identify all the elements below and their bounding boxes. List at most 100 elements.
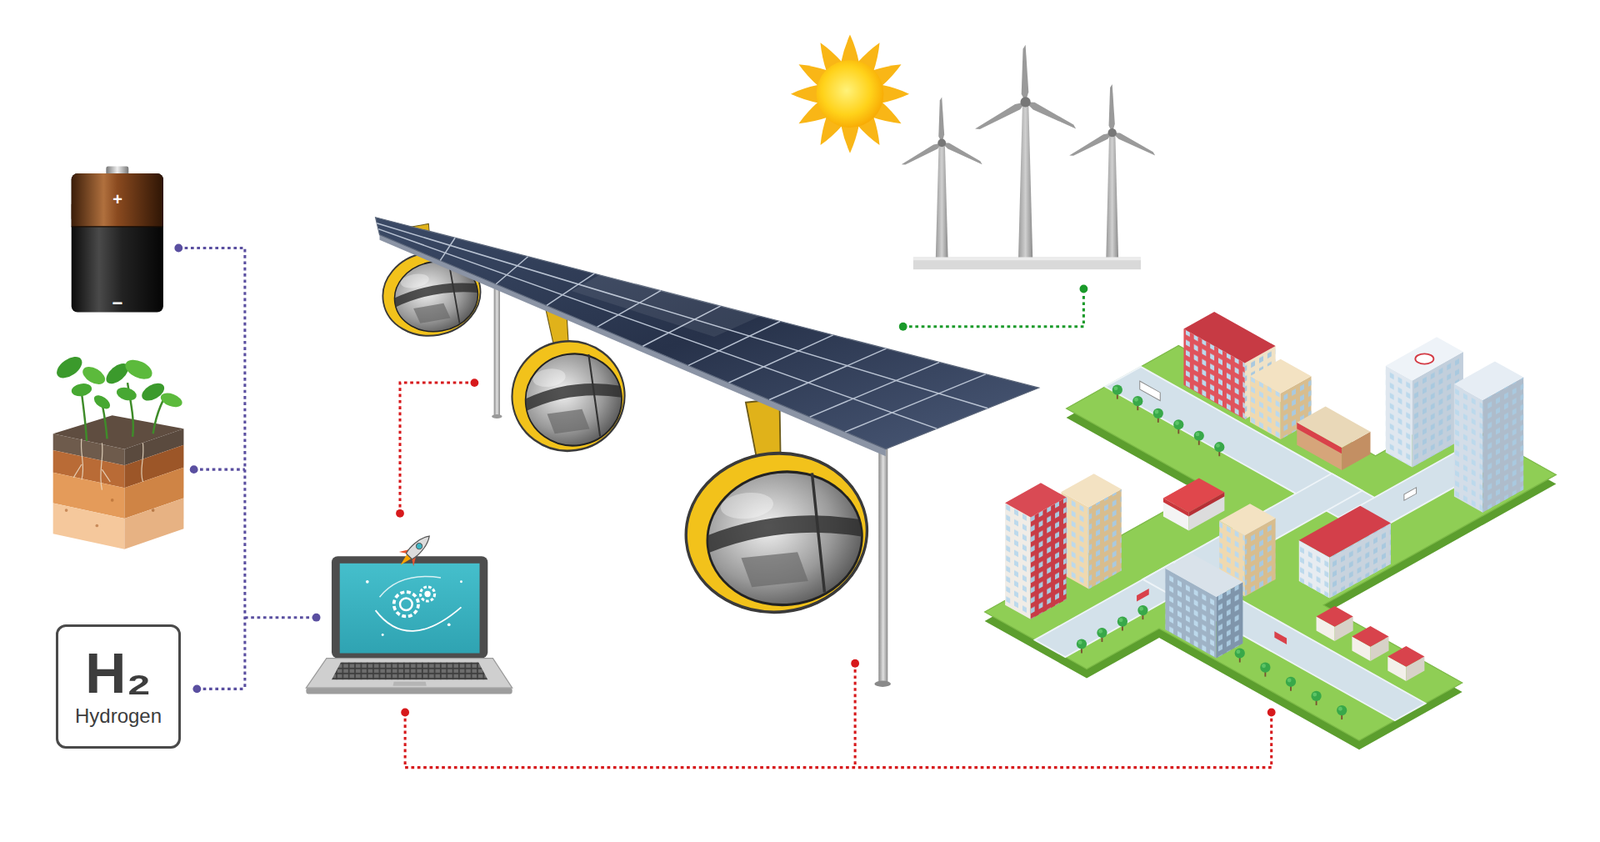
soil-plant-icon	[124, 497, 184, 549]
wind-turbines	[1021, 45, 1030, 103]
wind-turbines	[973, 99, 1028, 133]
purple-dotted-link	[190, 465, 199, 474]
sun-icon	[790, 85, 820, 104]
wind-turbines	[1110, 129, 1157, 158]
city-block	[1296, 406, 1370, 470]
city-block	[1165, 553, 1243, 659]
element-name: Hydrogen	[75, 704, 162, 729]
chemical-formula: H₂	[85, 644, 151, 701]
solar-pod-canopy	[380, 235, 886, 457]
wind-turbines	[1068, 130, 1115, 159]
city-block	[1310, 690, 1321, 705]
laptop-icon	[424, 590, 430, 597]
city-block	[1117, 615, 1128, 630]
city-block	[1454, 384, 1483, 513]
soil-plant-icon	[91, 392, 113, 412]
laptop-icon	[331, 662, 488, 680]
city-block	[1454, 360, 1524, 512]
laptop-icon	[392, 681, 426, 686]
solar-pod-canopy	[440, 237, 455, 260]
city-block	[1219, 503, 1275, 535]
soil-plant-icon	[151, 508, 155, 512]
soil-plant-icon	[65, 508, 69, 512]
laptop-icon	[305, 687, 512, 694]
sun-icon	[816, 60, 885, 128]
city-block	[1482, 377, 1524, 513]
hydrogen-box: H₂ Hydrogen	[55, 624, 181, 749]
green-dotted-link	[899, 285, 1089, 331]
purple-dotted-link	[174, 244, 320, 694]
city-block	[1274, 630, 1287, 645]
soil-plant-icon	[73, 438, 144, 490]
city-block	[1387, 645, 1425, 681]
wind-turbines	[1107, 128, 1116, 137]
city-block	[1260, 662, 1270, 677]
city-block	[1385, 365, 1413, 468]
wind-turbines	[900, 97, 984, 168]
city-block	[1005, 502, 1031, 620]
wind-turbines	[1105, 135, 1119, 258]
city-block	[1235, 647, 1245, 662]
wind-turbines	[1068, 84, 1157, 159]
laptop-icon	[447, 622, 451, 626]
purple-dotted-link	[174, 244, 183, 253]
sun-icon	[790, 35, 910, 154]
city-block	[1404, 487, 1417, 501]
solar-pod-canopy	[729, 335, 834, 383]
battery-icon	[71, 173, 164, 312]
solar-pod-canopy	[491, 414, 502, 419]
city-block	[1189, 492, 1225, 517]
solar-pod-canopy	[378, 229, 937, 430]
wind-turbines	[1024, 98, 1079, 132]
battery-icon	[71, 166, 164, 313]
wind-turbines	[900, 45, 1157, 270]
solar-pod-canopy	[878, 428, 888, 684]
city-block	[1316, 605, 1354, 641]
laptop-icon	[394, 591, 419, 616]
polarity-sign: −	[112, 294, 124, 313]
city-block	[1096, 627, 1107, 642]
soil-plant-icon	[53, 352, 185, 550]
green-dotted-link	[899, 322, 908, 331]
city-block	[1285, 676, 1296, 691]
wind-turbines	[935, 145, 949, 258]
wind-turbines	[913, 257, 1141, 270]
city-block	[1132, 395, 1143, 410]
laptop-icon	[331, 555, 488, 658]
city-block	[1194, 430, 1205, 445]
city-block	[1482, 377, 1524, 513]
city-block	[1136, 588, 1150, 602]
city-block	[1316, 605, 1354, 627]
solar-pod-canopy	[571, 267, 776, 337]
wind-turbines	[913, 257, 1141, 261]
city-block	[1351, 625, 1389, 647]
city-block	[1005, 502, 1031, 620]
wind-turbines	[940, 140, 985, 167]
city-block	[1274, 630, 1287, 645]
red-dotted-link	[400, 708, 410, 717]
city-block	[1415, 353, 1434, 364]
city-block	[1351, 625, 1389, 661]
laptop-icon	[305, 658, 512, 689]
wind-turbines	[938, 97, 945, 144]
city-block	[1140, 380, 1160, 401]
sun-icon	[840, 35, 860, 64]
city-block	[1250, 359, 1311, 394]
wind-turbines	[1018, 104, 1033, 258]
solar-pod-canopy	[375, 217, 1040, 450]
wind-turbines	[937, 138, 946, 147]
purple-dotted-link	[192, 684, 201, 693]
city-block	[1030, 496, 1067, 619]
soil-plant-icon	[110, 498, 115, 502]
city-block	[1163, 497, 1190, 516]
red-dotted-link	[395, 509, 405, 518]
wind-turbines	[1020, 96, 1030, 107]
city-block	[1299, 505, 1391, 599]
red-dotted-link	[850, 659, 860, 668]
laptop-icon	[393, 528, 437, 572]
city-block	[1454, 384, 1483, 513]
city-block	[1385, 336, 1464, 380]
city-block	[1336, 705, 1347, 720]
